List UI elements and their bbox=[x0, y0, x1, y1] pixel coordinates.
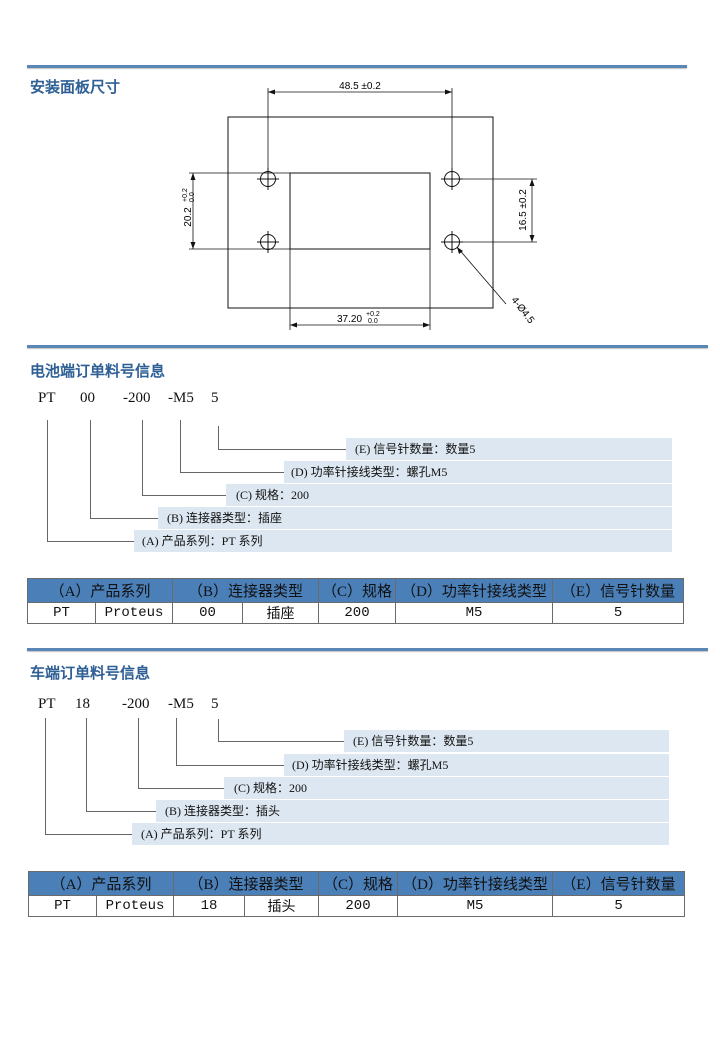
band-a bbox=[132, 823, 669, 845]
dim-bottom: 37.20 bbox=[337, 314, 362, 325]
dim-left-tol-minus: 0.0 bbox=[189, 192, 196, 202]
cell-type-name: 插座 bbox=[241, 602, 320, 624]
dim-bottom-tol-minus: 0.0 bbox=[368, 318, 378, 325]
hole-label: 4-Ø4.5 bbox=[509, 295, 537, 326]
cell-type-code: 00 bbox=[172, 602, 243, 624]
band-e bbox=[346, 438, 672, 460]
header-b: （B）连接器类型 bbox=[171, 578, 320, 603]
leader-e bbox=[218, 719, 219, 741]
band-a-label: (A) 产品系列：PT 系列 bbox=[142, 534, 263, 548]
leader-a bbox=[45, 718, 46, 834]
leader-a bbox=[47, 541, 134, 542]
code-part-b: 18 bbox=[75, 696, 90, 712]
code-part-c: -200 bbox=[122, 696, 150, 712]
band-b bbox=[156, 800, 669, 822]
cell-signal: 5 bbox=[552, 895, 686, 917]
section-title-battery: 电池端订单料号信息 bbox=[30, 362, 166, 380]
dim-top: 48.5 ±0.2 bbox=[339, 81, 381, 92]
section-divider bbox=[27, 65, 687, 68]
leader-a bbox=[47, 420, 48, 541]
band-b-label: (B) 连接器类型：插座 bbox=[167, 511, 282, 525]
code-part-d: -M5 bbox=[168, 696, 194, 712]
cell-series-name: Proteus bbox=[95, 602, 173, 624]
leader-b bbox=[86, 718, 87, 811]
cell-series-name: Proteus bbox=[96, 895, 174, 917]
table-row: PT Proteus 18 插头 200 M5 5 bbox=[28, 895, 686, 917]
table-header-row: （A）产品系列 （B）连接器类型 （C）规格 （D）功率针接线类型 （E）信号针… bbox=[27, 578, 685, 603]
leader-e bbox=[218, 449, 346, 450]
leader-b bbox=[86, 811, 156, 812]
band-c-label: (C) 规格：200 bbox=[236, 488, 309, 502]
band-c bbox=[224, 777, 669, 799]
vehicle-spec-table: （A）产品系列 （B）连接器类型 （C）规格 （D）功率针接线类型 （E）信号针… bbox=[28, 871, 686, 917]
code-part-e: 5 bbox=[211, 390, 219, 406]
band-d-label: (D) 功率针接线类型：螺孔M5 bbox=[291, 465, 448, 479]
header-b: （B）连接器类型 bbox=[172, 871, 320, 896]
band-b bbox=[158, 507, 672, 529]
band-d bbox=[284, 754, 669, 776]
header-d: （D）功率针接线类型 bbox=[397, 871, 554, 896]
band-a-label: (A) 产品系列：PT 系列 bbox=[141, 827, 262, 841]
leader-d bbox=[180, 420, 181, 472]
code-part-pt: PT bbox=[38, 390, 56, 406]
dim-bottom-tol-plus: +0.2 bbox=[366, 311, 380, 318]
cell-series: PT bbox=[27, 602, 96, 624]
band-c bbox=[226, 484, 672, 506]
panel-outline bbox=[227, 116, 494, 309]
header-e: （E）信号针数量 bbox=[552, 578, 685, 603]
code-part-d: -M5 bbox=[168, 390, 194, 406]
section-title-panel: 安装面板尺寸 bbox=[30, 78, 121, 96]
table-header-row: （A）产品系列 （B）连接器类型 （C）规格 （D）功率针接线类型 （E）信号针… bbox=[28, 871, 686, 896]
band-c-label: (C) 规格：200 bbox=[234, 781, 307, 795]
table-row: PT Proteus 00 插座 200 M5 5 bbox=[27, 602, 685, 624]
cell-type-code: 18 bbox=[173, 895, 245, 917]
cell-signal: 5 bbox=[552, 602, 685, 624]
cell-wiring: M5 bbox=[397, 895, 554, 917]
header-a: （A）产品系列 bbox=[28, 871, 174, 896]
code-part-e: 5 bbox=[211, 696, 219, 712]
header-c: （C）规格 bbox=[318, 578, 397, 603]
leader-a bbox=[45, 834, 132, 835]
leader-b bbox=[90, 518, 158, 519]
leader-d bbox=[176, 718, 177, 765]
code-part-c: -200 bbox=[123, 390, 151, 406]
band-e-label: (E) 信号针数量：数量5 bbox=[353, 734, 474, 748]
leader-d bbox=[180, 472, 284, 473]
cell-type-name: 插头 bbox=[243, 895, 320, 917]
cell-wiring: M5 bbox=[395, 602, 554, 624]
code-part-b: 00 bbox=[80, 390, 95, 406]
band-d bbox=[284, 461, 672, 483]
band-d-label: (D) 功率针接线类型：螺孔M5 bbox=[292, 758, 449, 772]
header-e: （E）信号针数量 bbox=[552, 871, 686, 896]
header-c: （C）规格 bbox=[318, 871, 399, 896]
dim-right: 16.5 ±0.2 bbox=[518, 189, 529, 231]
cell-spec: 200 bbox=[318, 602, 397, 624]
leader-c bbox=[142, 420, 143, 495]
header-a: （A）产品系列 bbox=[27, 578, 173, 603]
leader-b bbox=[90, 420, 91, 518]
band-e-label: (E) 信号针数量：数量5 bbox=[355, 442, 476, 456]
leader-e bbox=[218, 741, 344, 742]
band-a bbox=[134, 530, 672, 552]
panel-dimension-drawing: 48.5 ±0.2 20.2 +0.2 0.0 16.5 ±0.2 37.20 … bbox=[182, 81, 537, 330]
band-b-label: (B) 连接器类型：插头 bbox=[165, 804, 280, 818]
leader-d bbox=[176, 765, 284, 766]
header-d: （D）功率针接线类型 bbox=[395, 578, 554, 603]
leader-c bbox=[142, 495, 226, 496]
leader-c bbox=[138, 788, 224, 789]
dim-left: 20.2 bbox=[183, 207, 194, 227]
section-divider bbox=[27, 648, 708, 651]
section-title-vehicle: 车端订单料号信息 bbox=[30, 664, 151, 682]
band-e bbox=[344, 730, 669, 752]
cell-series: PT bbox=[28, 895, 97, 917]
leader-e bbox=[218, 426, 219, 449]
battery-spec-table: （A）产品系列 （B）连接器类型 （C）规格 （D）功率针接线类型 （E）信号针… bbox=[27, 578, 685, 624]
code-part-pt: PT bbox=[38, 696, 56, 712]
section-divider bbox=[27, 345, 708, 348]
dim-left-tol-plus: +0.2 bbox=[182, 188, 189, 202]
leader-c bbox=[138, 718, 139, 788]
cell-spec: 200 bbox=[318, 895, 399, 917]
panel-cutout bbox=[289, 172, 431, 250]
